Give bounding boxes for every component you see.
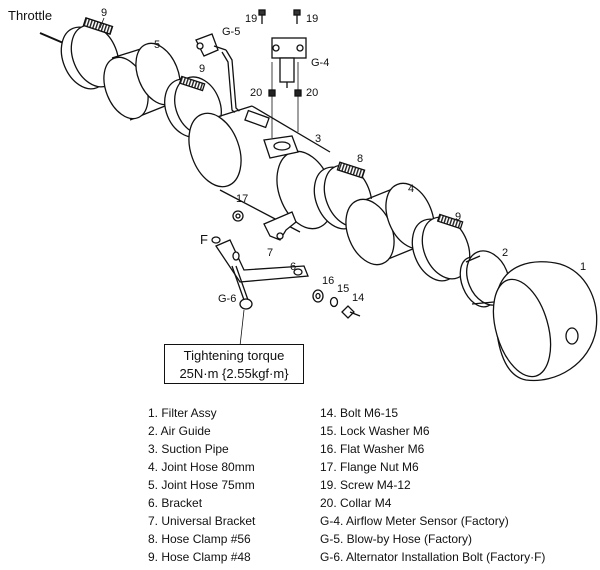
- callout-8: 8: [357, 153, 363, 165]
- callout-16: 16: [322, 275, 334, 287]
- collars-m4: [268, 62, 302, 138]
- universal-bracket: [263, 211, 297, 241]
- callout-14: 14: [352, 292, 364, 304]
- legend-item: G-4. Airflow Meter Sensor (Factory): [320, 514, 509, 528]
- callout-g4: G-4: [311, 57, 329, 69]
- callout-19-left: 19: [245, 13, 257, 25]
- parts-legend-right: 14. Bolt M6-15 15. Lock Washer M6 16. Fl…: [320, 404, 545, 566]
- screws-m4: [258, 9, 301, 24]
- legend-item: 20. Collar M4: [320, 496, 392, 510]
- torque-value: 25N·m {2.55kgf·m}: [179, 366, 289, 381]
- callout-20-right: 20: [306, 87, 318, 99]
- callout-5: 5: [154, 39, 160, 51]
- bolt-m6-15: [341, 305, 361, 319]
- callout-g6: G-6: [218, 293, 236, 305]
- lock-washer-m6: [329, 296, 339, 308]
- legend-item: 14. Bolt M6-15: [320, 406, 399, 420]
- legend-item: 6. Bracket: [148, 496, 203, 510]
- callout-9-right: 9: [455, 211, 461, 223]
- legend-item: G-6. Alternator Installation Bolt (Facto…: [320, 550, 546, 564]
- exploded-parts-diagram: Throttle 9 5 9: [8, 7, 598, 382]
- filter-assy: [492, 261, 598, 382]
- callout-4: 4: [408, 183, 414, 195]
- bracket: [215, 239, 309, 283]
- callout-6: 6: [290, 261, 296, 273]
- flat-washer-m6: [312, 289, 324, 303]
- legend-item: G-5. Blow-by Hose (Factory): [320, 532, 473, 546]
- callout-15: 15: [337, 283, 349, 295]
- airflow-meter-sensor: [271, 37, 307, 88]
- callout-7: 7: [267, 247, 273, 259]
- callout-19-right: 19: [306, 13, 318, 25]
- callout-9-middle: 9: [199, 63, 205, 75]
- callout-9-left: 9: [101, 7, 107, 19]
- parts-legend-left: 1. Filter Assy 2. Air Guide 3. Suction P…: [148, 404, 255, 566]
- callout-1: 1: [580, 261, 586, 273]
- flange-nut-m6: [232, 210, 244, 222]
- callout-2: 2: [502, 247, 508, 259]
- legend-item: 1. Filter Assy: [148, 406, 217, 420]
- alternator-installation-bolt: [231, 265, 253, 347]
- legend-item: 9. Hose Clamp #48: [148, 550, 251, 564]
- legend-item: 17. Flange Nut M6: [320, 460, 419, 474]
- torque-title: Tightening torque: [183, 348, 285, 363]
- joint-hose-75mm: [103, 42, 181, 121]
- suction-pipe: [188, 105, 334, 233]
- callout-20-left: 20: [250, 87, 262, 99]
- legend-item: 3. Suction Pipe: [148, 442, 229, 456]
- f-hole: [211, 236, 221, 244]
- hose-clamp-48-right: [411, 213, 471, 282]
- callout-3: 3: [315, 133, 321, 145]
- legend-item: 7. Universal Bracket: [148, 514, 256, 528]
- callout-f: F: [200, 232, 208, 247]
- tightening-torque-box: Tightening torque 25N·m {2.55kgf·m}: [164, 344, 304, 384]
- legend-item: 15. Lock Washer M6: [320, 424, 430, 438]
- legend-item: 4. Joint Hose 80mm: [148, 460, 255, 474]
- callout-17: 17: [236, 193, 248, 205]
- legend-item: 19. Screw M4-12: [320, 478, 411, 492]
- legend-item: 5. Joint Hose 75mm: [148, 478, 255, 492]
- legend-item: 8. Hose Clamp #56: [148, 532, 251, 546]
- legend-item: 16. Flat Washer M6: [320, 442, 425, 456]
- throttle-label: Throttle: [8, 8, 52, 23]
- callout-g5: G-5: [222, 26, 240, 38]
- legend-item: 2. Air Guide: [148, 424, 211, 438]
